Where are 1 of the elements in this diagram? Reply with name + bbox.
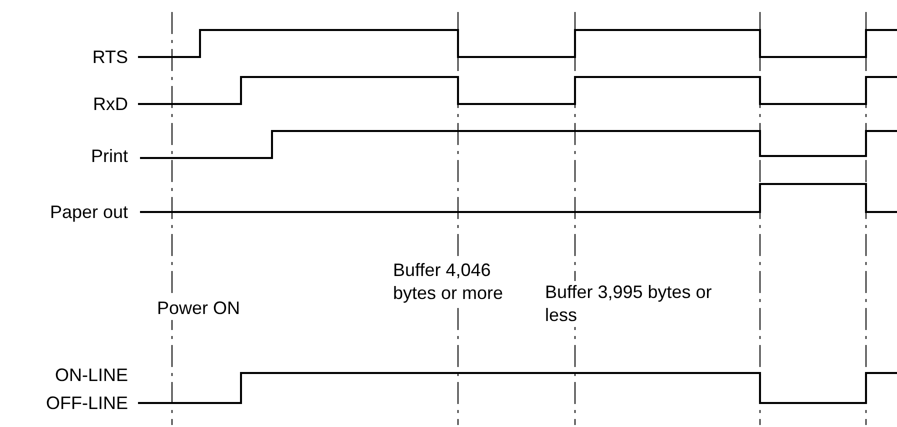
event-note: Power ON xyxy=(157,297,240,320)
